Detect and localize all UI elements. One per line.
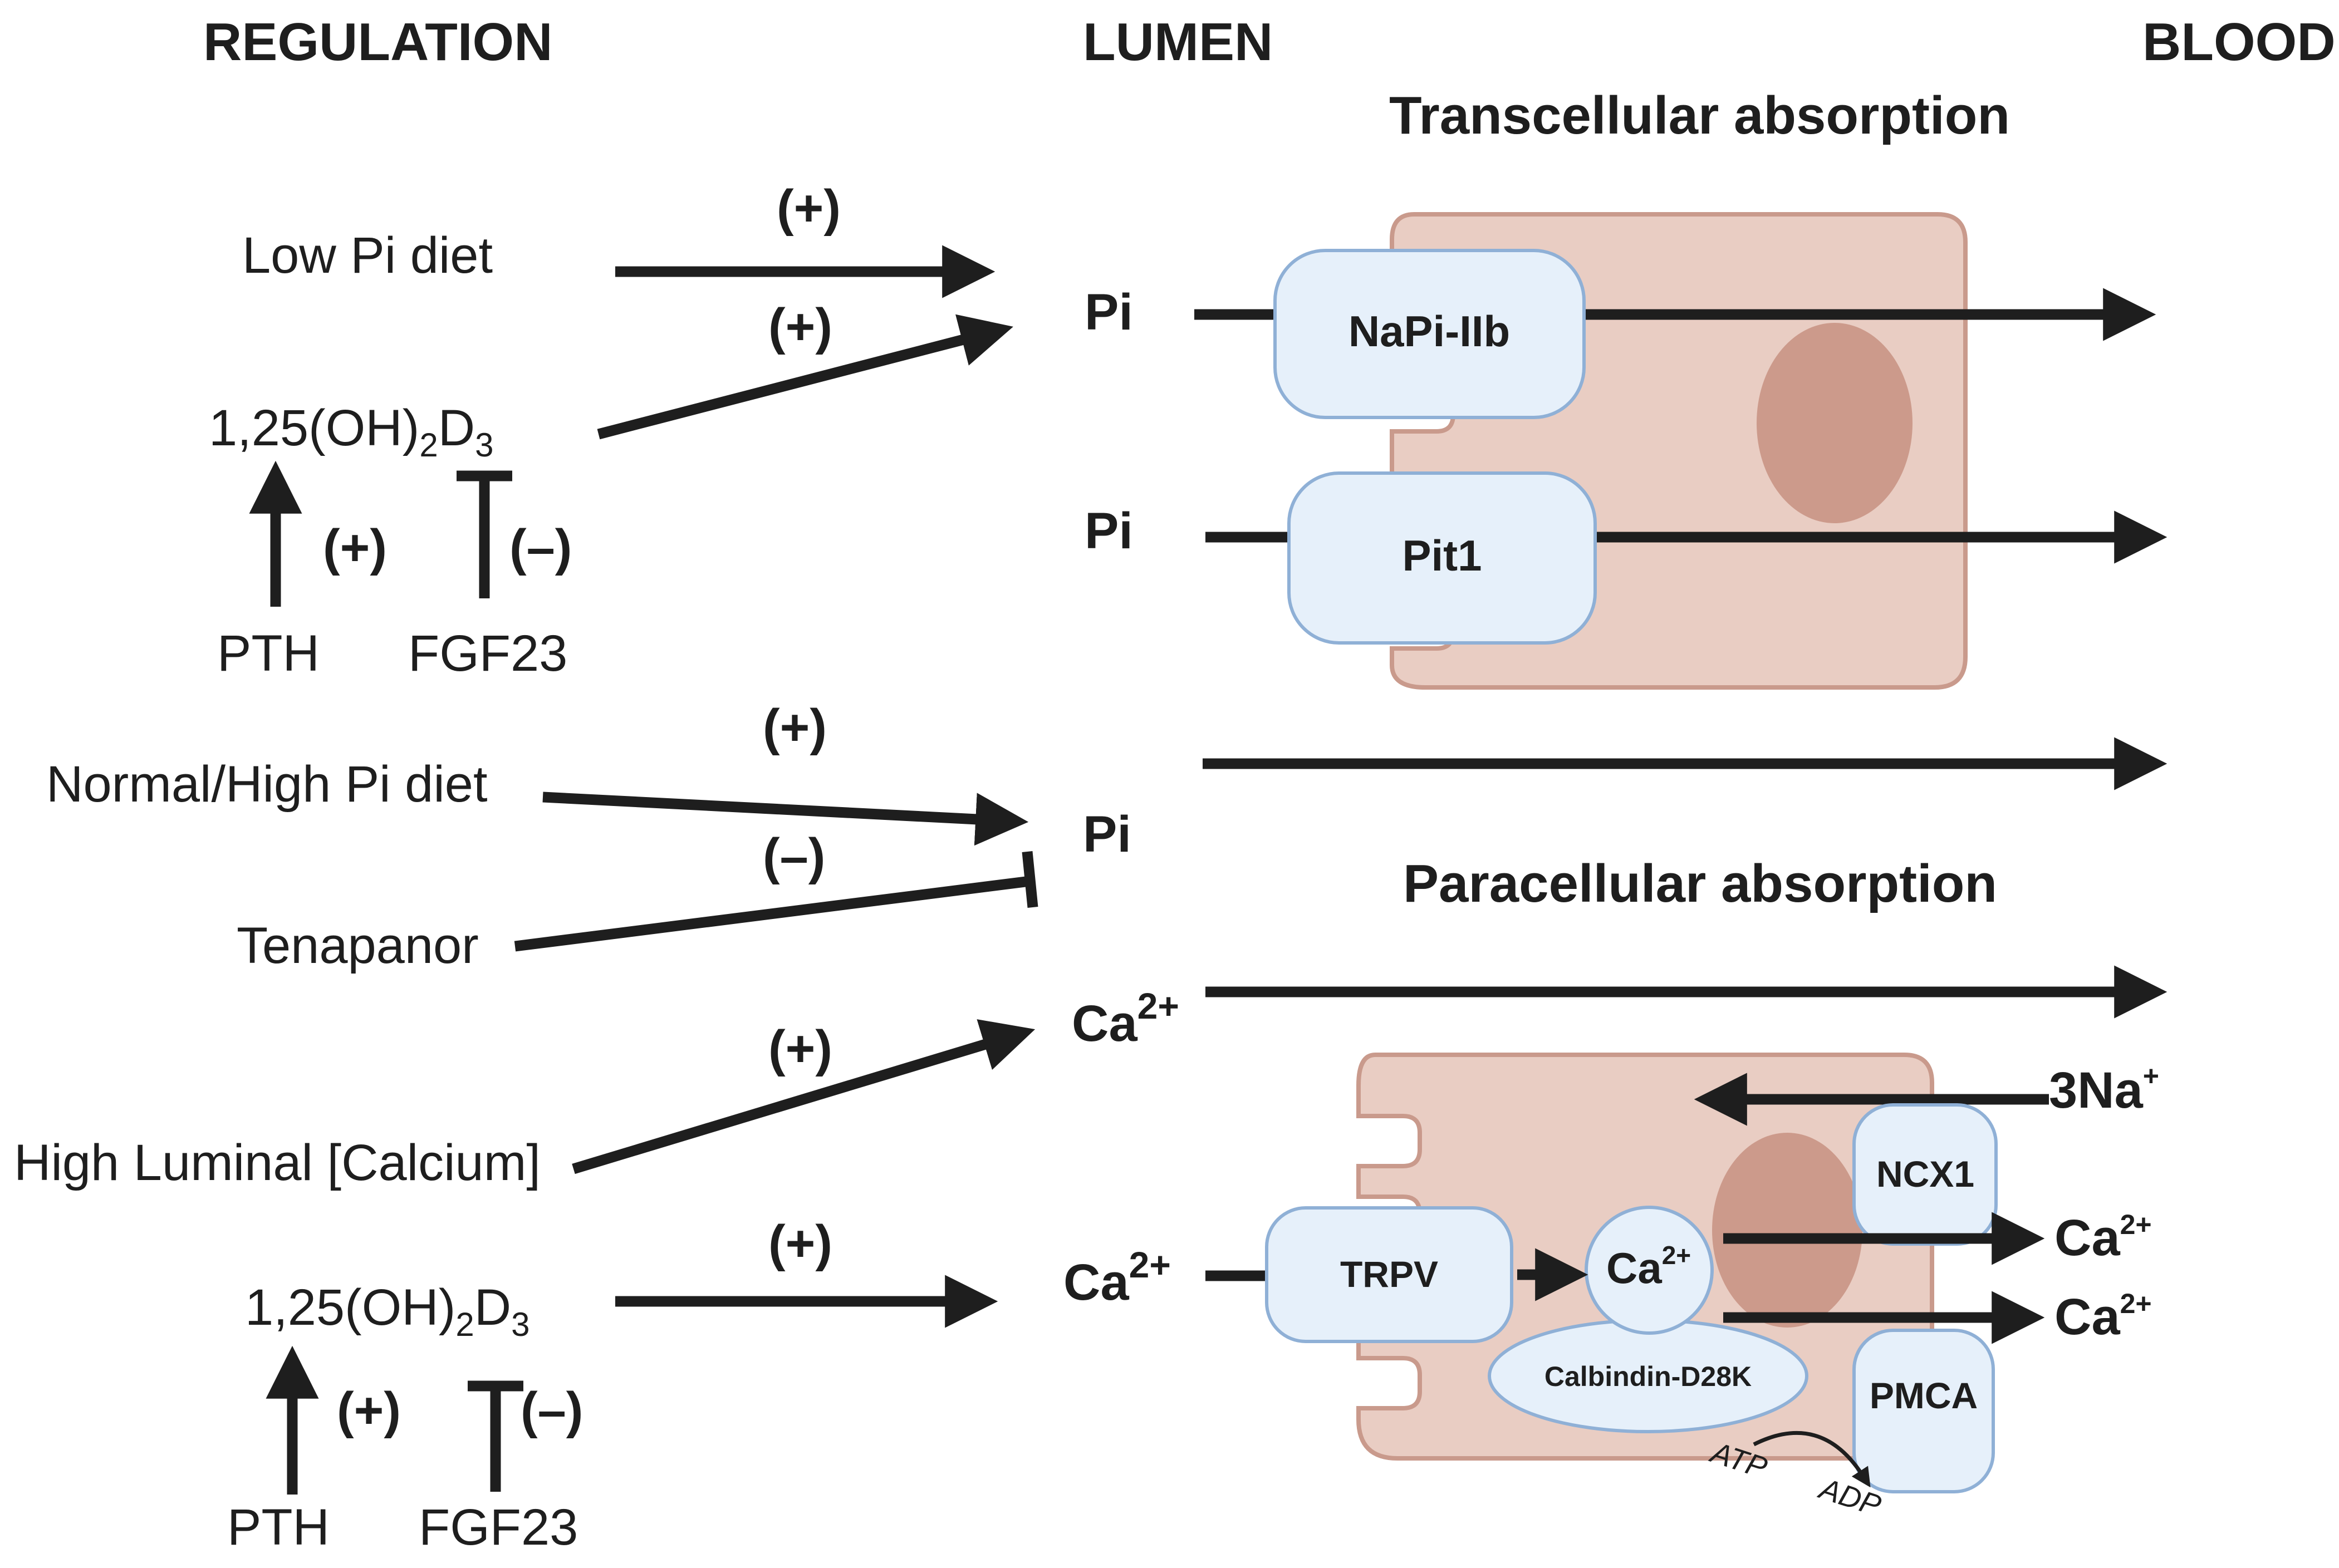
trpv-label: TRPV — [1340, 1254, 1438, 1295]
vitamin-d-bottom-label: 1,25(OH)2D3 — [245, 1279, 530, 1343]
high-calcium-plus: (+) — [768, 1020, 832, 1077]
blood-header: BLOOD — [2142, 12, 2336, 72]
lumen-pi-2: Pi — [1085, 503, 1133, 559]
lumen-pi-3: Pi — [1083, 806, 1131, 863]
lumen-pi-1: Pi — [1085, 284, 1133, 341]
low-pi-diet-label: Low Pi diet — [242, 227, 493, 284]
tenapanor-inhibit-bar — [1022, 851, 1038, 908]
fgf23-minus-bottom: (–) — [521, 1382, 583, 1439]
pth-label-top: PTH — [217, 625, 320, 682]
normal-high-pi-arrow — [542, 792, 1029, 846]
sodium-text: 3Na — [2049, 1062, 2144, 1119]
nucleus-bottom — [1712, 1133, 1862, 1328]
ncx1-exchanger — [1852, 1103, 1998, 1246]
fgf23-label-bottom: FGF23 — [419, 1499, 578, 1556]
vitamin-d-to-pi-arrow — [597, 314, 1013, 440]
lumen-header: LUMEN — [1083, 12, 1273, 72]
high-calcium-arrow — [572, 1019, 1036, 1174]
pit1-transporter — [1287, 471, 1597, 645]
low-pi-plus: (+) — [777, 180, 841, 237]
pth-plus-top: (+) — [323, 519, 387, 576]
normal-high-pi-plus: (+) — [763, 699, 827, 756]
tenapanor-label: Tenapanor — [237, 917, 479, 974]
napi-label: NaPi-IIb — [1349, 307, 1510, 356]
fgf23-minus-top: (–) — [509, 519, 572, 576]
high-luminal-calcium-label: High Luminal [Calcium] — [14, 1134, 541, 1191]
pth-plus-bottom: (+) — [337, 1382, 401, 1439]
tenapanor-minus: (–) — [763, 828, 825, 885]
calbindin-label: Calbindin-D28K — [1544, 1361, 1752, 1392]
pit1-label: Pit1 — [1402, 531, 1482, 580]
sodium-ion-label: 3Na+ — [2049, 1060, 2159, 1119]
sodium-charge: + — [2143, 1060, 2159, 1092]
pth-label-bottom: PTH — [227, 1499, 330, 1556]
atp-hydrolysis-arrow — [1753, 1431, 1871, 1488]
vitamin-d-plus: (+) — [768, 298, 832, 355]
nucleus-top — [1757, 323, 1913, 523]
ncx1-label: NCX1 — [1876, 1153, 1974, 1195]
napi-iib-transporter — [1273, 249, 1586, 419]
vitamin-d-top-label: 1,25(OH)2D3 — [209, 400, 494, 464]
fgf23-label-top: FGF23 — [408, 625, 567, 682]
ca-blood-1: Ca2+ — [2054, 1209, 2152, 1266]
intracellular-ca-label: Ca2+ — [1606, 1241, 1691, 1292]
trpv-channel — [1265, 1206, 1513, 1343]
vitamin-d-ca-plus: (+) — [768, 1215, 832, 1272]
normal-high-pi-diet-label: Normal/High Pi diet — [46, 756, 488, 813]
paracellular-title: Paracellular absorption — [1403, 854, 1997, 913]
transcellular-title: Transcellular absorption — [1389, 86, 2010, 145]
pmca-label: PMCA — [1870, 1375, 1978, 1416]
lumen-ca-1: Ca2+ — [1072, 985, 1179, 1052]
lumen-ca-2: Ca2+ — [1063, 1244, 1171, 1311]
pmca-pump — [1852, 1329, 1995, 1493]
ca-blood-2: Ca2+ — [2054, 1288, 2152, 1345]
tenapanor-inhibit-line — [514, 876, 1031, 952]
regulation-header: REGULATION — [203, 12, 553, 72]
